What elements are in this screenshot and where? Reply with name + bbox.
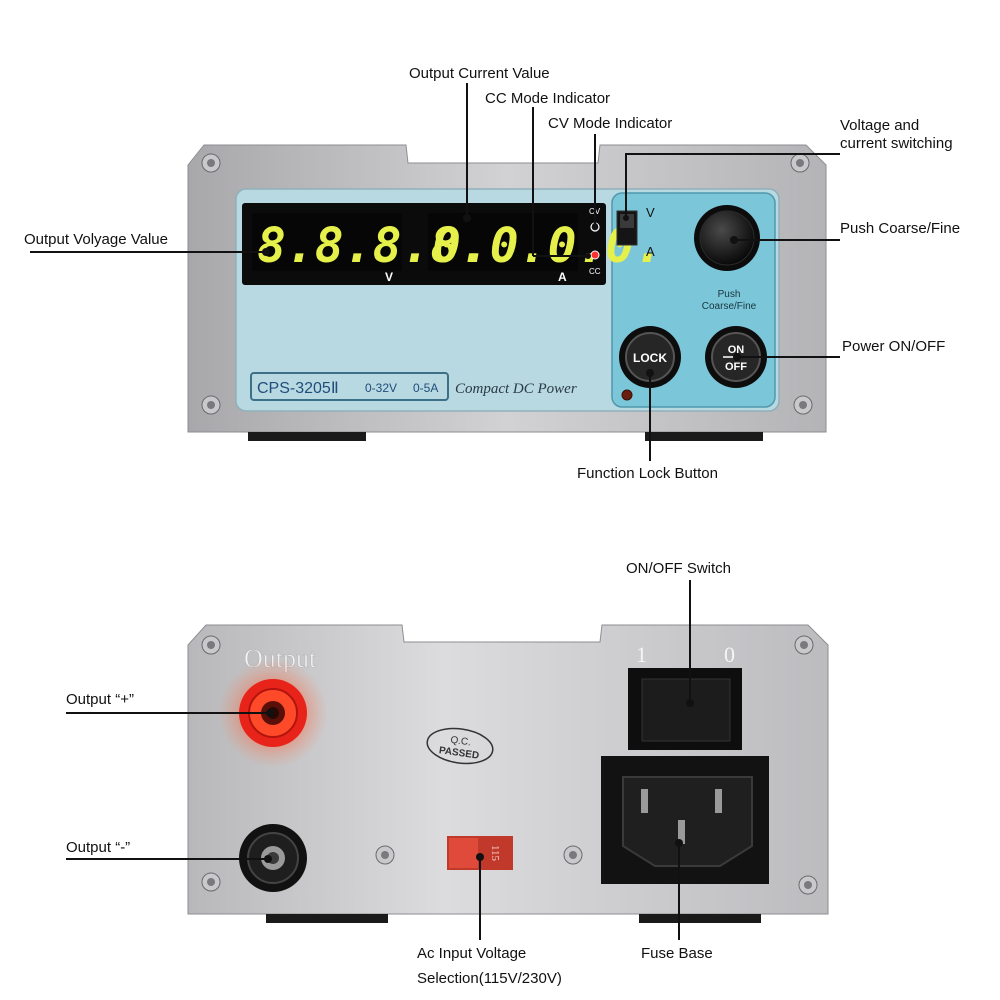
screw-icon [793, 395, 813, 415]
callout-ac-input-line2: Selection(115V/230V) [417, 970, 562, 987]
inlet-pin-icon [641, 789, 648, 813]
model-badge [250, 372, 449, 401]
back-unit: Output Q.C. PASSED 115 1 0 [187, 624, 829, 923]
front-foot-left [248, 432, 366, 441]
callout-output-plus: Output “+” [66, 691, 134, 708]
switch-off-mark: 0 [724, 642, 735, 667]
callout-va-switch-line1: Voltage and [840, 117, 920, 134]
callout-onoff-switch: ON/OFF Switch [626, 560, 732, 577]
callout-cc-indicator: CC Mode Indicator [485, 90, 611, 107]
lock-button-label: LOCK [633, 351, 667, 365]
screw-icon [201, 395, 221, 415]
knob-caption-push: Push [718, 289, 741, 300]
callout-va-switch-line2: current switching [840, 135, 953, 152]
brand-text: Compact DC Power [455, 381, 577, 397]
screw-icon [201, 153, 221, 173]
cc-label: CC [589, 267, 601, 276]
callout-fuse-base: Fuse Base [641, 945, 713, 962]
back-foot-right [639, 914, 761, 923]
screw-icon [375, 845, 395, 865]
volt-unit-label: V [385, 270, 393, 284]
callout-lines [30, 83, 840, 940]
inlet-pin-icon [715, 789, 722, 813]
front-foot-right [645, 432, 763, 441]
callout-ac-input-line1: Ac Input Voltage [417, 945, 527, 962]
screw-icon [790, 153, 810, 173]
qc-sticker [426, 727, 494, 765]
lock-led-icon [621, 389, 633, 401]
inlet-pin-icon [678, 820, 685, 844]
screw-icon [563, 845, 583, 865]
callout-output-current: Output Current Value [409, 65, 550, 82]
callout-output-voltage: Output Volyage Value [24, 231, 168, 248]
rocker-switch[interactable] [641, 678, 731, 742]
power-off-label: OFF [725, 361, 747, 373]
power-on-label: ON [728, 344, 745, 356]
knob-caption-coarse-fine: Coarse/Fine [702, 301, 757, 312]
va-switch-a-label: A [646, 244, 655, 259]
voltage-readout: 8.8.8.8. [257, 218, 488, 274]
callout-output-minus: Output “-” [66, 839, 131, 856]
va-switch-v-label: V [646, 205, 655, 220]
screw-icon [798, 875, 818, 895]
cc-led-icon [590, 250, 600, 260]
qc-line1: Q.C. [450, 735, 472, 749]
callout-cv-indicator: CV Mode Indicator [548, 115, 673, 132]
screw-icon [794, 635, 814, 655]
voltage-selector-value: 115 [489, 845, 501, 862]
screw-icon [201, 872, 221, 892]
back-foot-left [266, 914, 388, 923]
switch-on-mark: 1 [636, 642, 647, 667]
model-label: CPS-3205Ⅱ [257, 380, 339, 397]
voltage-range-label: 0-32V [365, 381, 397, 395]
front-unit: 8.8.8.8. 0.0.0.0. V A CV CC V A Push Coa… [187, 144, 827, 441]
callout-va-switch: Voltage and current switching [840, 117, 953, 153]
amp-unit-label: A [558, 270, 567, 284]
screw-icon [201, 635, 221, 655]
callout-push-coarse-fine: Push Coarse/Fine [840, 220, 961, 237]
callout-power-onoff: Power ON/OFF [842, 338, 946, 355]
current-range-label: 0-5A [413, 381, 438, 395]
callout-function-lock: Function Lock Button [577, 465, 718, 482]
